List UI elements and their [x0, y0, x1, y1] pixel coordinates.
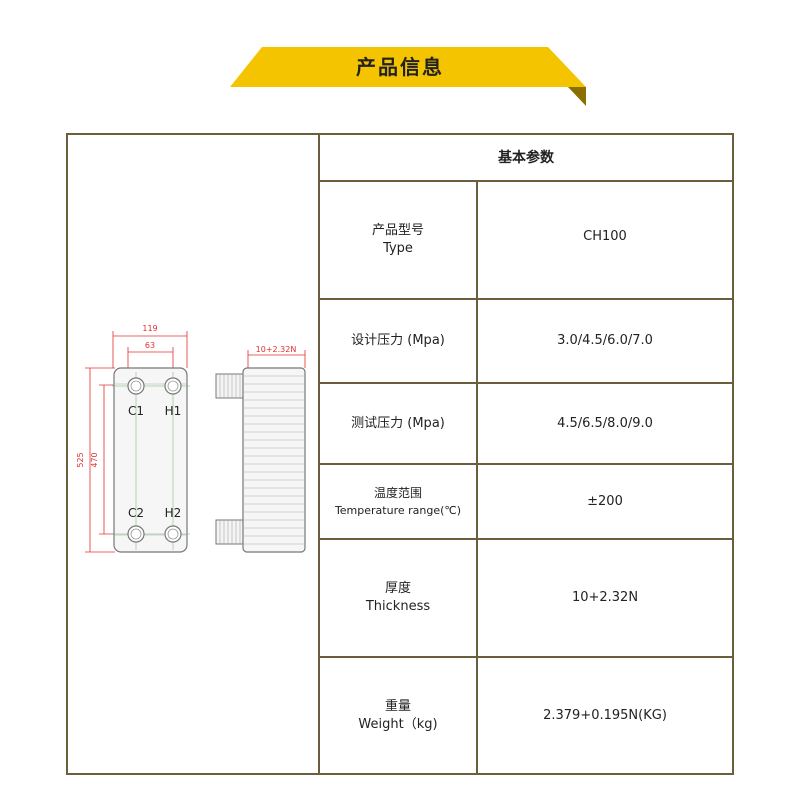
header-banner [230, 47, 586, 106]
row-divider [320, 382, 732, 384]
page-title: 产品信息 [356, 55, 444, 79]
row-divider [320, 538, 732, 540]
port-label-h1: H1 [165, 404, 182, 418]
spec-label-design-pressure: 设计压力 (Mpa) [320, 300, 476, 382]
row-divider [320, 180, 732, 182]
dim-height-inner: 470 [90, 452, 99, 467]
row-divider [320, 656, 732, 658]
spec-label-cn: 产品型号 [371, 223, 424, 238]
spec-table-title: 基本参数 [498, 149, 554, 166]
port-label-c1: C1 [128, 404, 144, 418]
port-label-h2: H2 [165, 506, 182, 520]
spec-label-weight: 重量 Weight（kg) [320, 658, 476, 773]
dim-width-outer: 119 [142, 324, 157, 333]
spec-label-en: Temperature range(℃) [334, 503, 462, 517]
side-view [215, 367, 306, 553]
row-divider [320, 463, 732, 465]
spec-label-thickness: 厚度 Thickness [320, 540, 476, 656]
spec-label-temperature: 温度范围 Temperature range(℃) [320, 465, 476, 538]
port-label-c2: C2 [128, 506, 144, 520]
column-divider [318, 135, 320, 773]
spec-value-design-pressure: 3.0/4.5/6.0/7.0 [557, 333, 653, 348]
spec-label-cn: 设计压力 (Mpa) [351, 333, 445, 348]
spec-value-thickness: 10+2.32N [571, 590, 639, 605]
spec-label-type: 产品型号 Type [320, 182, 476, 298]
heat-exchanger-drawing: 119 63 525 470 10+2.32N C1 H1 C2 H2 [76, 324, 306, 553]
spec-value-type: CH100 [583, 229, 627, 244]
spec-label-cn: 温度范围 [373, 485, 422, 500]
spec-label-test-pressure: 测试压力 (Mpa) [320, 384, 476, 463]
spec-label-en: Weight（kg) [358, 716, 438, 732]
dim-height-outer: 525 [76, 452, 85, 467]
dim-width-inner: 63 [145, 341, 155, 350]
spec-label-en: Thickness [365, 599, 431, 614]
row-divider [320, 298, 732, 300]
spec-value-weight: 2.379+0.195N(KG) [543, 707, 667, 723]
label-value-divider [476, 182, 478, 773]
dim-thickness: 10+2.32N [256, 345, 297, 354]
spec-value-test-pressure: 4.5/6.5/8.0/9.0 [557, 415, 653, 431]
spec-label-cn: 测试压力 (Mpa) [351, 415, 445, 431]
spec-label-cn: 重量 [384, 698, 411, 714]
spec-label-cn: 厚度 [384, 581, 411, 596]
spec-value-temperature: ±200 [587, 493, 623, 509]
front-plate [112, 367, 190, 553]
product-info-frame [66, 133, 734, 775]
spec-label-en: Type [383, 241, 413, 256]
